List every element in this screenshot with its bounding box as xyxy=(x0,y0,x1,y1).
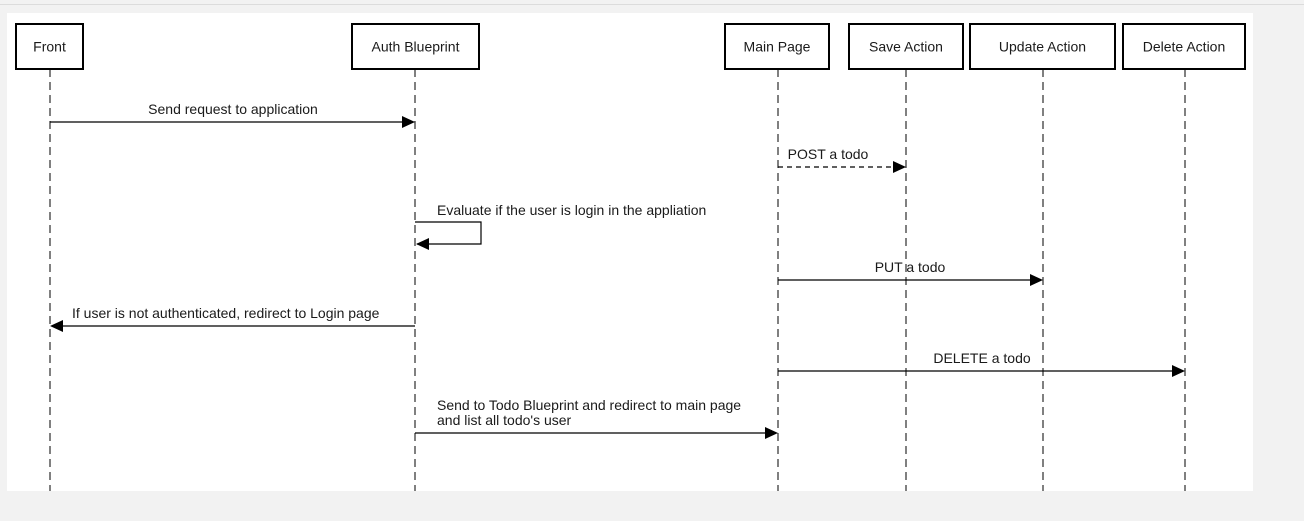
participant-box xyxy=(848,23,964,70)
message-1: POST a todo xyxy=(778,146,894,168)
participant-save[interactable]: Save Action xyxy=(848,23,964,70)
message-arrowhead xyxy=(1172,365,1185,377)
top-divider xyxy=(0,4,1304,5)
message-arrowhead xyxy=(893,161,906,173)
participant-label: Update Action xyxy=(999,39,1086,55)
message-label: Evaluate if the user is login in the app… xyxy=(437,202,706,218)
participant-box xyxy=(1122,23,1246,70)
message-4: If user is not authenticated, redirect t… xyxy=(62,305,415,327)
message-line xyxy=(415,221,482,245)
message-2: Evaluate if the user is login in the app… xyxy=(415,202,706,245)
participant-front[interactable]: Front xyxy=(15,23,84,70)
message-3: PUT a todo xyxy=(778,259,1031,281)
message-arrowhead xyxy=(50,320,63,332)
message-label: If user is not authenticated, redirect t… xyxy=(72,305,380,321)
message-arrowhead xyxy=(416,238,429,250)
participant-label: Auth Blueprint xyxy=(372,39,460,55)
message-arrowhead xyxy=(1030,274,1043,286)
message-label: Send request to application xyxy=(148,101,318,117)
message-label: DELETE a todo xyxy=(933,350,1030,366)
participant-delete[interactable]: Delete Action xyxy=(1122,23,1246,70)
participant-label: Front xyxy=(33,39,66,55)
participant-box xyxy=(969,23,1116,70)
participant-main[interactable]: Main Page xyxy=(724,23,830,70)
message-0: Send request to application xyxy=(50,101,403,123)
message-arrowhead xyxy=(765,427,778,439)
participant-label: Main Page xyxy=(744,39,811,55)
participant-auth[interactable]: Auth Blueprint xyxy=(351,23,480,70)
diagram-canvas: Front Auth Blueprint Main Page Save Action U… xyxy=(7,13,1253,491)
message-label: POST a todo xyxy=(788,146,869,162)
message-arrowhead xyxy=(402,116,415,128)
message-label: Send to Todo Blueprint and redirect to m… xyxy=(437,397,741,413)
message-5: DELETE a todo xyxy=(778,350,1173,372)
participant-update[interactable]: Update Action xyxy=(969,23,1116,70)
participant-box xyxy=(351,23,480,70)
participant-label: Save Action xyxy=(869,39,943,55)
participant-label: Delete Action xyxy=(1143,39,1226,55)
message-label: PUT a todo xyxy=(875,259,946,275)
participant-box xyxy=(15,23,84,70)
participant-box xyxy=(724,23,830,70)
message-6: Send to Todo Blueprint and redirect to m… xyxy=(415,397,766,434)
sequence-diagram: Front Auth Blueprint Main Page Save Action U… xyxy=(15,23,1246,491)
message-label: and list all todo's user xyxy=(437,412,572,428)
